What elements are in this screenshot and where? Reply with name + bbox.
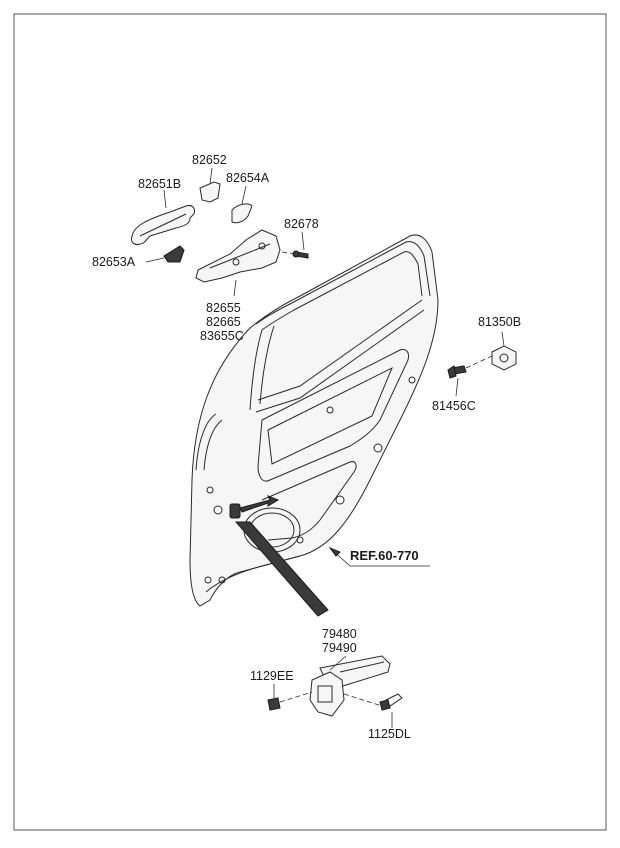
reference-label: REF.60-770 [350, 548, 419, 563]
label-81456c: 81456C [432, 399, 476, 413]
label-82652: 82652 [192, 153, 227, 167]
label-82655: 82655 [206, 301, 241, 315]
label-82654a: 82654A [226, 171, 270, 185]
striker-group [447, 345, 517, 379]
label-1129ee: 1129EE [250, 669, 294, 683]
label-82665: 82665 [206, 315, 241, 329]
label-82653a: 82653A [92, 255, 136, 269]
rear-door-panel [189, 234, 439, 617]
diagram-border [13, 13, 607, 831]
label-82678: 82678 [284, 217, 319, 231]
label-79480: 79480 [322, 627, 357, 641]
outside-handle-group [131, 181, 309, 283]
label-1125dl: 1125DL [368, 727, 411, 741]
label-79490: 79490 [322, 641, 357, 655]
label-81350b: 81350B [478, 315, 521, 329]
label-83655c: 83655C [200, 329, 244, 343]
door-checker-group [267, 655, 403, 717]
label-82651b: 82651B [138, 177, 181, 191]
